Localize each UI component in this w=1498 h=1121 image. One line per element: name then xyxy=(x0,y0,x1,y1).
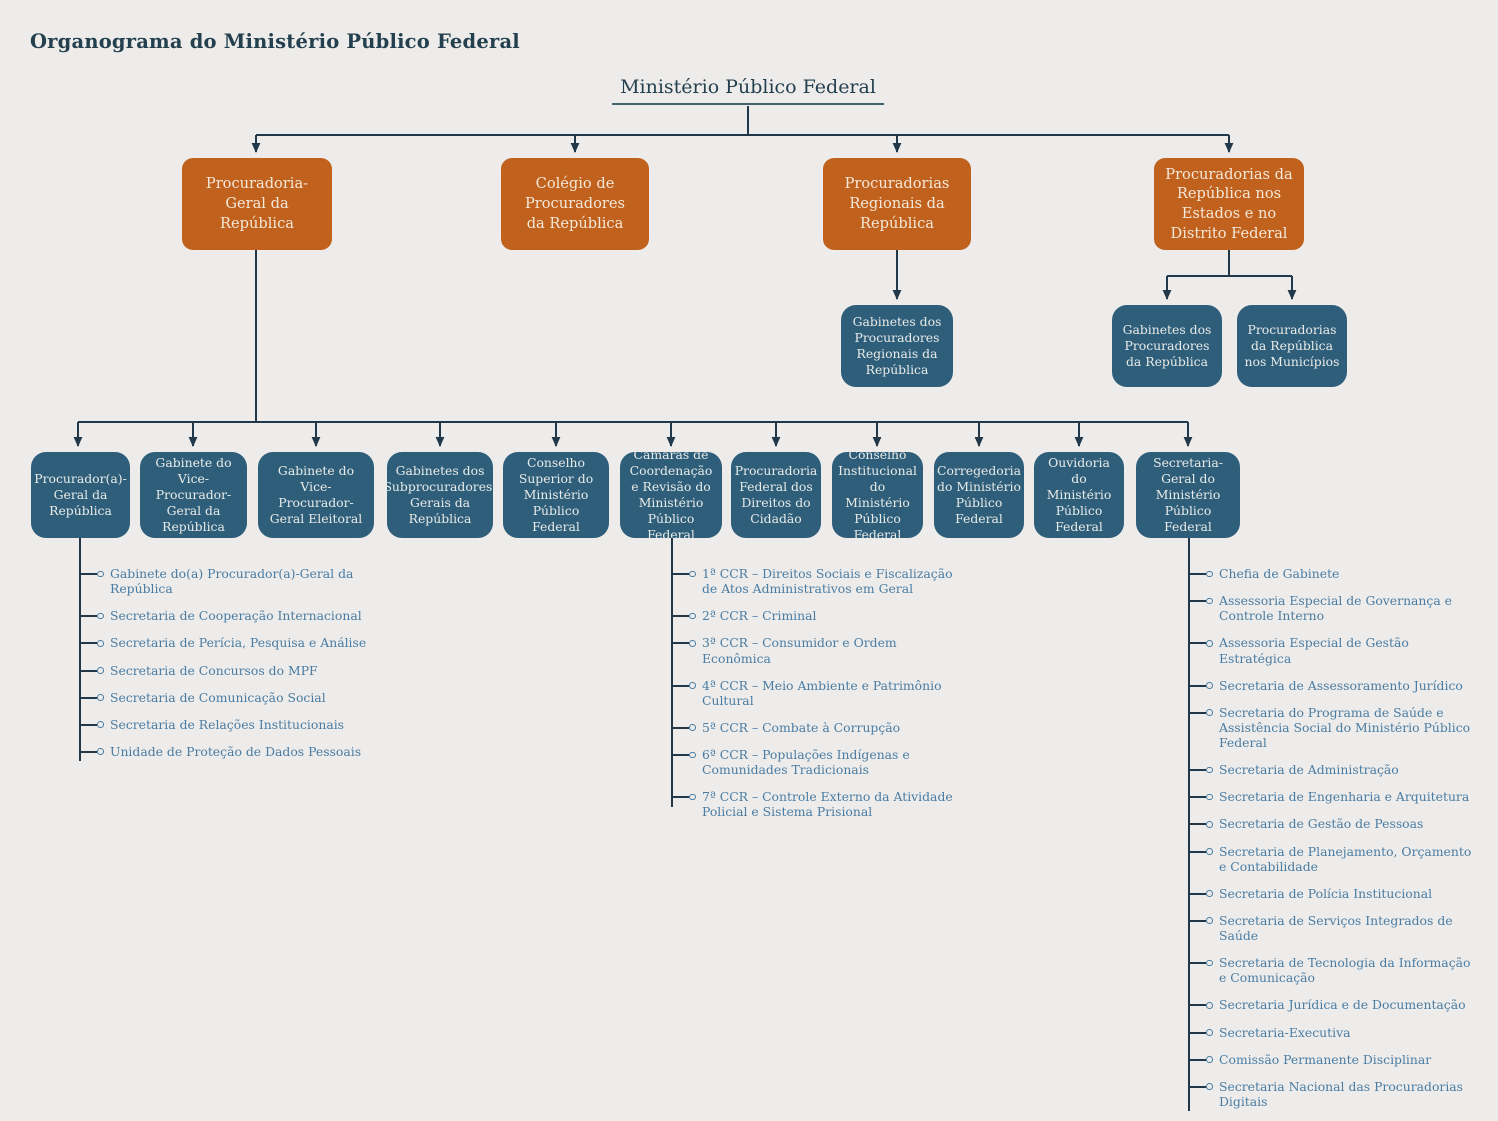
node-procuradorias-regionais: Procuradorias Regionais da República xyxy=(823,158,971,250)
list-item: 5ª CCR – Combate à Corrupção xyxy=(671,720,961,735)
list-item: Secretaria de Concursos do MPF xyxy=(79,663,379,678)
list-item: 3ª CCR – Consumidor e Ordem Econômica xyxy=(671,635,961,666)
list-item: 7ª CCR – Controle Externo da Atividade P… xyxy=(671,789,961,819)
list-item: Gabinete do(a) Procurador(a)-Geral da Re… xyxy=(79,566,379,596)
node-gabinetes-subprocuradores: Gabinetes dos Subprocuradores-Gerais da … xyxy=(383,452,497,538)
list-item: Assessoria Especial de Governança e Cont… xyxy=(1188,593,1476,623)
list-item: Chefia de Gabinete xyxy=(1188,566,1476,581)
node-corregedoria: Corregedoria do Ministério Público Feder… xyxy=(934,452,1024,538)
node-procuradoria-geral: Procuradoria-Geral da República xyxy=(182,158,332,250)
list-item: Comissão Permanente Disciplinar xyxy=(1188,1052,1476,1067)
list-item: 2ª CCR – Criminal xyxy=(671,608,961,623)
list-item: 6ª CCR – Populações Indígenas e Comunida… xyxy=(671,747,961,777)
node-procuradorias-estados-df: Procuradorias da República nos Estados e… xyxy=(1154,158,1304,250)
list-item: Secretaria de Relações Institucionais xyxy=(79,717,379,732)
node-pfdc: Procuradoria Federal dos Direitos do Cid… xyxy=(731,452,821,538)
list-item: Secretaria do Programa de Saúde e Assist… xyxy=(1188,705,1476,750)
list-item: Secretaria de Tecnologia da Informação e… xyxy=(1188,955,1476,985)
node-procurador-geral: Procurador(a)-Geral da República xyxy=(31,452,130,538)
node-gabinete-vice-pgr: Gabinete do Vice-Procurador-Geral da Rep… xyxy=(140,452,247,538)
page-title: Organograma do Ministério Público Federa… xyxy=(30,30,520,53)
list-item: 4ª CCR – Meio Ambiente e Patrimônio Cult… xyxy=(671,678,961,708)
ccr-sublist: 1ª CCR – Direitos Sociais e Fiscalização… xyxy=(671,538,961,832)
list-item: Secretaria Nacional das Procuradorias Di… xyxy=(1188,1079,1476,1109)
list-item: Secretaria de Perícia, Pesquisa e Anális… xyxy=(79,635,379,650)
node-colegio-procuradores: Colégio de Procuradores da República xyxy=(501,158,649,250)
node-conselho-institucional: Conselho Institucional do Ministério Púb… xyxy=(832,447,923,542)
list-item: Secretaria de Comunicação Social xyxy=(79,690,379,705)
list-item: 1ª CCR – Direitos Sociais e Fiscalização… xyxy=(671,566,961,596)
node-gabinetes-procuradores: Gabinetes dos Procuradores da República xyxy=(1112,305,1222,387)
pgr-sublist: Gabinete do(a) Procurador(a)-Geral da Re… xyxy=(79,538,379,771)
org-chart: Organograma do Ministério Público Federa… xyxy=(30,30,1472,1111)
node-procuradorias-municipios: Procuradorias da República nos Município… xyxy=(1237,305,1347,387)
node-conselho-superior: Conselho Superior do Ministério Público … xyxy=(503,452,609,538)
list-item: Secretaria de Cooperação Internacional xyxy=(79,608,379,623)
list-item: Secretaria de Administração xyxy=(1188,762,1476,777)
list-item: Secretaria de Planejamento, Orçamento e … xyxy=(1188,844,1476,874)
list-item: Secretaria de Assessoramento Jurídico xyxy=(1188,678,1476,693)
list-item: Secretaria de Serviços Integrados de Saú… xyxy=(1188,913,1476,943)
node-gabinetes-procuradores-regionais: Gabinetes dos Procuradores Regionais da … xyxy=(841,305,953,387)
node-secretaria-geral: Secretaria-Geral do Ministério Público F… xyxy=(1136,452,1240,538)
list-item: Secretaria-Executiva xyxy=(1188,1025,1476,1040)
node-camaras-ccr: Câmaras de Coordenação e Revisão do Mini… xyxy=(620,447,722,542)
list-item: Secretaria de Engenharia e Arquitetura xyxy=(1188,789,1476,804)
list-item: Unidade de Proteção de Dados Pessoais xyxy=(79,744,379,759)
list-item: Assessoria Especial de Gestão Estratégic… xyxy=(1188,635,1476,666)
list-item: Secretaria de Polícia Institucional xyxy=(1188,886,1476,901)
list-item: Secretaria Jurídica e de Documentação xyxy=(1188,997,1476,1012)
list-item: Secretaria de Gestão de Pessoas xyxy=(1188,816,1476,831)
node-gabinete-vice-eleitoral: Gabinete do Vice-Procurador-Geral Eleito… xyxy=(258,452,374,538)
node-ouvidoria: Ouvidoria do Ministério Público Federal xyxy=(1034,452,1124,538)
root-node-mpf: Ministério Público Federal xyxy=(612,76,884,105)
